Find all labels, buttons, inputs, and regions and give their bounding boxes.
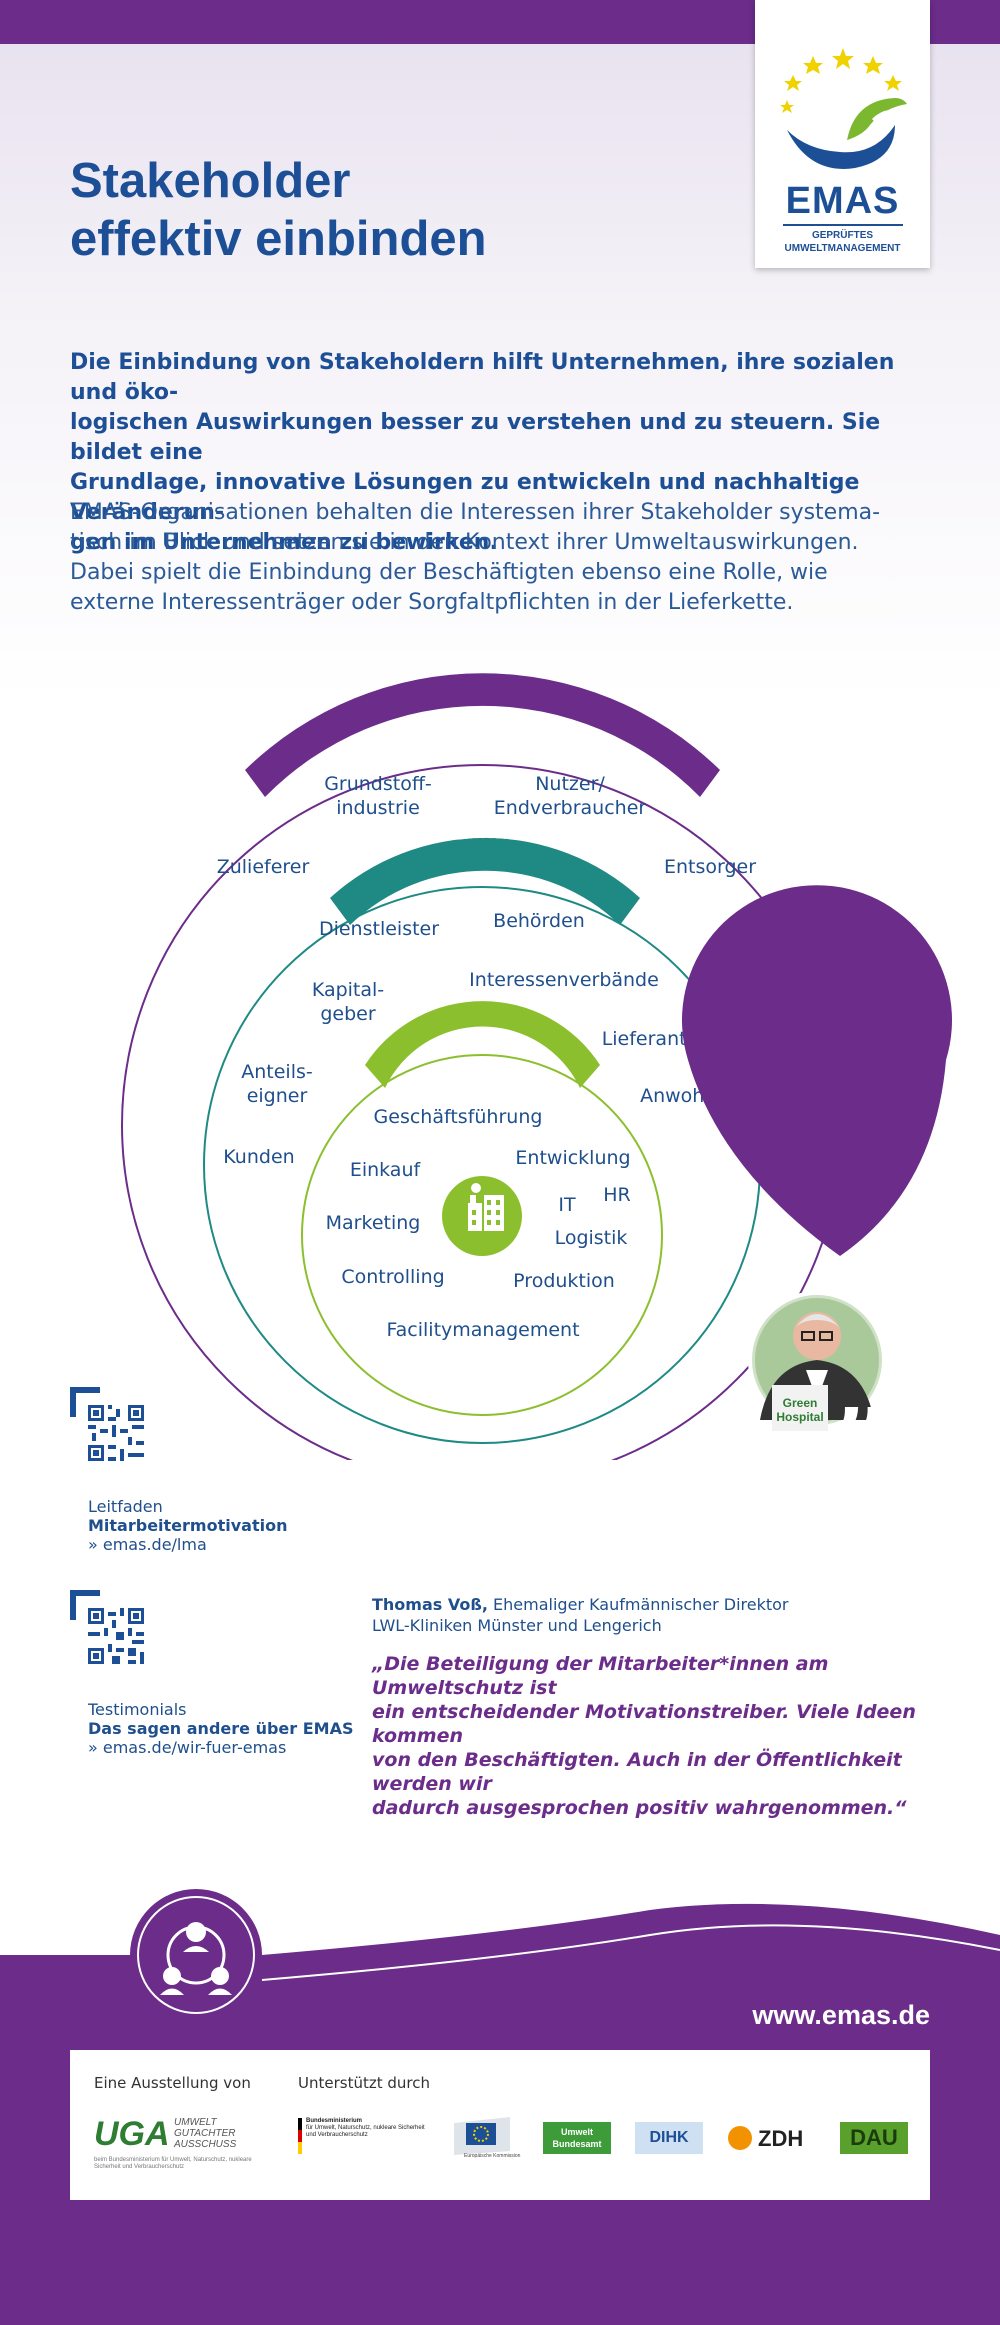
stakeholder-network-icon bbox=[137, 1896, 255, 2014]
label-facilitymanagement: Facilitymanagement bbox=[386, 1319, 579, 1341]
quote-author: Thomas Voß, Ehemaliger Kaufmännischer Di… bbox=[372, 1594, 952, 1636]
label-it: IT bbox=[558, 1194, 576, 1216]
zdh-logo: ZDH bbox=[728, 2122, 818, 2154]
bmuv-logo: Bundesministerium für Umwelt, Naturschut… bbox=[298, 2118, 448, 2158]
dau-logo: DAU bbox=[840, 2122, 908, 2154]
value-chain-label: Wertschöpfungskette bbox=[390, 660, 590, 669]
body-paragraph: EMAS-Organisationen behalten die Interes… bbox=[70, 498, 930, 618]
label-logistik: Logistik bbox=[555, 1227, 628, 1249]
intro-line-3: Grundlage, innovative Lösungen zu entwic… bbox=[70, 470, 860, 525]
qr1-line-2: Mitarbeitermotivation bbox=[88, 1516, 288, 1535]
label-anteilseigner-2: eigner bbox=[247, 1085, 308, 1107]
qr1-link[interactable]: » emas.de/lma bbox=[88, 1535, 207, 1554]
quote-line-3: von den Beschäftigten. Auch in der Öffen… bbox=[372, 1749, 902, 1795]
intro-line-2: logischen Auswirkungen besser zu versteh… bbox=[70, 410, 881, 465]
exhibition-caption: Eine Ausstellung von bbox=[94, 2074, 251, 2092]
partner-logos-panel: Eine Ausstellung von Unterstützt durch U… bbox=[70, 2050, 930, 2200]
quote-author-name: Thomas Voß, bbox=[372, 1595, 488, 1614]
intro-line-4: gen im Unternehmen zu bewirken. bbox=[70, 530, 498, 555]
label-kunden: Kunden bbox=[223, 1146, 294, 1168]
label-anteilseigner-1: Anteils- bbox=[241, 1061, 313, 1083]
zdh-logo-text: ZDH bbox=[758, 2126, 804, 2151]
company-building-icon bbox=[442, 1176, 522, 1256]
uga-logo: UGA UMWELT GUTACHTER AUSSCHUSS beim Bund… bbox=[94, 2115, 274, 2175]
eu-commission-caption: Europäische Kommission bbox=[464, 2153, 521, 2159]
quote-mark-icon: ” bbox=[831, 1386, 889, 1460]
emas-logo-tagline-1: GEPRÜFTES bbox=[811, 230, 874, 241]
label-produktion: Produktion bbox=[513, 1270, 615, 1292]
qr2-line-2: Das sagen andere über EMAS bbox=[88, 1719, 354, 1738]
bmuv-logo-line-1: Bundesministerium bbox=[306, 2118, 363, 2124]
label-controlling: Controlling bbox=[341, 1266, 444, 1288]
label-nutzer-1: Nutzer/ bbox=[535, 773, 605, 795]
intro-line-1: Die Einbindung von Stakeholdern hilft Un… bbox=[70, 350, 895, 405]
body-line-3: Dabei spielt die Einbindung der Beschäft… bbox=[70, 560, 828, 585]
supported-caption: Unterstützt durch bbox=[298, 2074, 430, 2092]
qr-code-icon[interactable] bbox=[70, 1387, 160, 1477]
bmuv-logo-line-3: und Verbraucherschutz bbox=[306, 2132, 368, 2138]
intern-band bbox=[365, 1001, 600, 1088]
quote-line-2: ein entscheidender Motivationstreiber. V… bbox=[372, 1701, 916, 1747]
label-marketing: Marketing bbox=[326, 1212, 421, 1234]
qr-code-icon[interactable] bbox=[70, 1590, 160, 1680]
quote-author-org: LWL-Kliniken Münster und Lengerich bbox=[372, 1616, 662, 1635]
qr1-line-1: Leitfaden bbox=[88, 1497, 163, 1516]
label-grundstoff-2: industrie bbox=[336, 797, 420, 819]
quote-line-1: „Die Beteiligung der Mitarbeiter*innen a… bbox=[372, 1653, 829, 1699]
extern-label: Extern bbox=[455, 822, 514, 844]
label-interessenverbaende: Interessenverbände bbox=[469, 969, 659, 991]
uba-logo-line-2: Bundesamt bbox=[552, 2139, 602, 2149]
intern-label: Intern bbox=[457, 983, 512, 1006]
label-kapitalgeber-1: Kapital- bbox=[312, 979, 384, 1001]
eu-commission-logo: Europäische Kommission bbox=[450, 2115, 520, 2163]
label-kapitalgeber-2: geber bbox=[320, 1003, 376, 1025]
body-line-2: tisch im Blick und setzen sie in den Kon… bbox=[70, 530, 859, 555]
uga-logo-note: beim Bundesministerium für Umwelt, Natur… bbox=[94, 2157, 252, 2170]
label-nutzer-2: Endverbraucher bbox=[494, 797, 647, 819]
quote-text: „Die Beteiligung der Mitarbeiter*innen a… bbox=[372, 1652, 952, 1820]
page-title-line-2: effektiv einbinden bbox=[70, 212, 487, 266]
label-grundstoff-1: Grundstoff- bbox=[324, 773, 432, 795]
label-entsorger: Entsorger bbox=[664, 856, 756, 878]
uga-logo-line-3: AUSSCHUSS bbox=[174, 2139, 237, 2150]
book-title-line-2: Hospital bbox=[776, 1410, 823, 1424]
label-geschaeftsfuehrung: Geschäftsführung bbox=[374, 1106, 543, 1128]
intro-paragraph: Die Einbindung von Stakeholdern hilft Un… bbox=[70, 348, 930, 558]
extern-band bbox=[330, 837, 640, 925]
qr2-link[interactable]: » emas.de/wir-fuer-emas bbox=[88, 1738, 287, 1757]
book-title-line-1: Green bbox=[783, 1396, 818, 1410]
dihk-logo: DIHK bbox=[635, 2122, 703, 2154]
body-line-4: externe Interessenträger oder Sorgfaltpf… bbox=[70, 590, 794, 615]
label-behoerden: Behörden bbox=[493, 910, 585, 932]
emas-emblem-icon bbox=[780, 48, 907, 169]
value-chain-band bbox=[245, 673, 720, 797]
quote-pin: Green Hospital ” bbox=[682, 885, 952, 1460]
page-title-line-1: Stakeholder bbox=[70, 154, 351, 208]
body-line-1: EMAS-Organisationen behalten die Interes… bbox=[70, 500, 881, 525]
emas-logo-name: EMAS bbox=[785, 180, 900, 222]
uga-logo-line-1: UMWELT bbox=[174, 2117, 217, 2128]
stakeholder-diagram: Wertschöpfungskette Extern Intern Grunds… bbox=[121, 660, 952, 1460]
label-hr: HR bbox=[603, 1184, 631, 1206]
inner-ring bbox=[301, 1054, 663, 1416]
label-entwicklung: Entwicklung bbox=[515, 1147, 630, 1169]
uba-logo-line-1: Umwelt bbox=[560, 2127, 593, 2137]
label-einkauf: Einkauf bbox=[350, 1159, 422, 1181]
page-title: Stakeholder effektiv einbinden bbox=[70, 152, 670, 268]
website-link[interactable]: www.emas.de bbox=[752, 2000, 930, 2030]
uga-logo-line-2: GUTACHTER bbox=[174, 2128, 236, 2139]
emas-logo: EMAS GEPRÜFTES UMWELTMANAGEMENT bbox=[755, 0, 930, 268]
uga-logo-letters: UGA bbox=[94, 2115, 170, 2153]
eu-flag-icon bbox=[454, 2117, 510, 2155]
qr2-line-1: Testimonials bbox=[88, 1700, 187, 1719]
uba-logo: Umwelt Bundesamt bbox=[543, 2122, 611, 2154]
bmuv-logo-line-2: für Umwelt, Naturschutz, nukleare Sicher… bbox=[306, 2125, 425, 2131]
label-dienstleister: Dienstleister bbox=[319, 918, 439, 940]
quote-author-role: Ehemaliger Kaufmännischer Direktor bbox=[487, 1595, 789, 1614]
quote-line-4: dadurch ausgesprochen positiv wahrgenomm… bbox=[372, 1797, 907, 1819]
label-zulieferer: Zulieferer bbox=[217, 856, 310, 878]
emas-logo-tagline-2: UMWELTMANAGEMENT bbox=[784, 243, 901, 254]
